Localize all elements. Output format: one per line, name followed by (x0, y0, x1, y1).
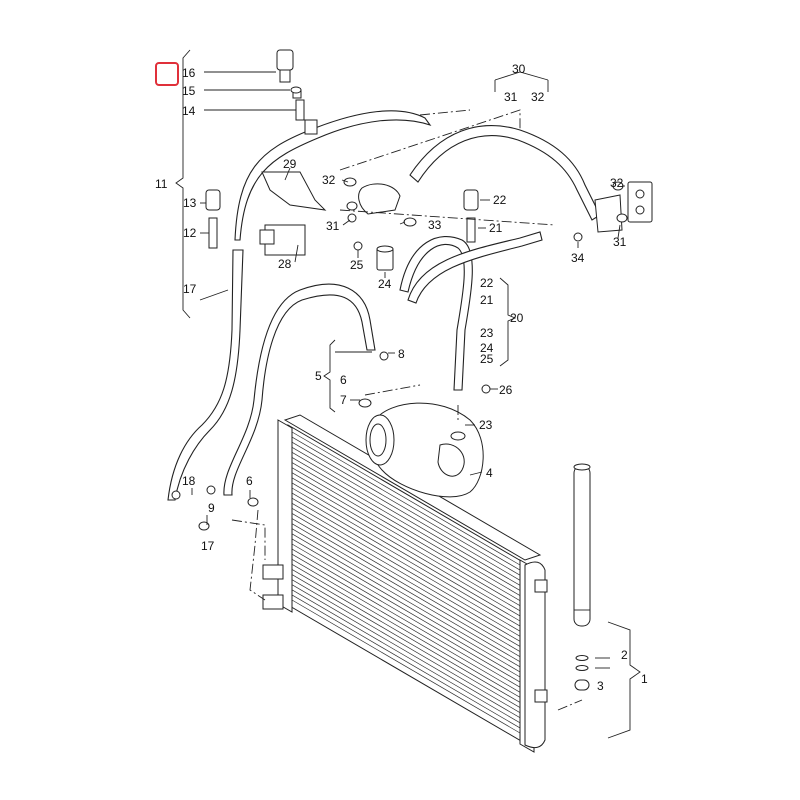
callout-20[interactable]: 20 (510, 311, 524, 325)
callout-24-list[interactable]: 24 (480, 341, 494, 355)
callout-21-top[interactable]: 21 (489, 221, 503, 235)
callout-23[interactable]: 23 (479, 418, 493, 432)
callout-29[interactable]: 29 (283, 157, 297, 171)
callout-23-list[interactable]: 23 (480, 326, 494, 340)
condenser-fin (291, 589, 521, 724)
condenser-fin (291, 528, 521, 663)
callout-13[interactable]: 13 (183, 196, 197, 210)
condenser-fin (291, 548, 521, 683)
bracket-28-29[interactable] (259, 171, 327, 256)
condenser-fin (291, 431, 521, 566)
callout-26[interactable]: 26 (499, 383, 513, 397)
ac-compressor[interactable] (365, 402, 484, 498)
flange-33[interactable] (358, 183, 401, 215)
callout-6-middle[interactable]: 6 (340, 373, 347, 387)
callout-14[interactable]: 14 (182, 104, 196, 118)
callout-31-left[interactable]: 31 (326, 219, 340, 233)
bolts (171, 213, 583, 500)
condenser-fin (291, 594, 521, 729)
receiver-drier[interactable] (573, 463, 591, 691)
condenser-fin (291, 533, 521, 668)
callout-11[interactable]: 11 (155, 177, 168, 191)
condenser-fin (291, 457, 521, 591)
callout-32-left[interactable]: 32 (322, 173, 336, 187)
selected-callout-highlight[interactable] (155, 62, 179, 86)
callout-15[interactable]: 15 (182, 84, 196, 98)
condenser-fin (291, 574, 521, 708)
callout-1[interactable]: 1 (641, 672, 648, 686)
condenser-fin (291, 584, 521, 719)
callout-16[interactable]: 16 (182, 66, 196, 80)
condenser-fin (291, 492, 521, 627)
valve-core-14[interactable] (292, 89, 318, 135)
callout-24-top[interactable]: 24 (378, 277, 392, 291)
callout-17-upper[interactable]: 17 (183, 282, 197, 296)
condenser-fin (291, 569, 521, 703)
callout-17-lower[interactable]: 17 (201, 539, 215, 553)
callout-9[interactable]: 9 (208, 501, 215, 515)
callout-28[interactable]: 28 (278, 257, 292, 271)
bracket-30[interactable] (594, 181, 653, 233)
callout-31-right[interactable]: 31 (613, 235, 627, 249)
condenser-fin (291, 477, 521, 612)
callout-12[interactable]: 12 (183, 226, 197, 240)
callout-21-list[interactable]: 21 (480, 293, 494, 307)
callout-32-right[interactable]: 32 (610, 176, 624, 190)
service-valve-cap-13[interactable] (205, 189, 221, 249)
spacer-24[interactable] (376, 245, 394, 271)
condenser-fin (291, 579, 521, 713)
condenser-fin (291, 502, 521, 637)
callout-33[interactable]: 33 (428, 218, 442, 232)
condenser-fin (291, 452, 521, 586)
callout-31-top[interactable]: 31 (504, 90, 518, 104)
service-valve-cap-22[interactable] (463, 189, 479, 243)
condenser-fin (291, 436, 521, 571)
refrigerant-hoses[interactable] (167, 110, 601, 501)
leader-lines (175, 49, 641, 739)
condenser-fin (291, 497, 521, 632)
callout-32-top[interactable]: 32 (531, 90, 545, 104)
condenser-fin (291, 446, 521, 581)
condenser-fin (291, 508, 521, 642)
callout-30[interactable]: 30 (512, 62, 526, 76)
condenser[interactable] (262, 414, 548, 753)
condenser-fin (291, 462, 521, 596)
callout-5[interactable]: 5 (315, 369, 322, 383)
phantom-lines (231, 109, 583, 711)
pressure-sensor[interactable] (276, 49, 294, 83)
condenser-fin (291, 599, 521, 734)
callout-4[interactable]: 4 (486, 466, 493, 480)
callout-labels: 16 15 14 11 13 12 17 29 28 32 31 33 25 2… (155, 62, 648, 693)
condenser-fin (291, 513, 521, 647)
callout-8[interactable]: 8 (398, 347, 405, 361)
callout-34[interactable]: 34 (571, 251, 585, 265)
callout-7[interactable]: 7 (340, 393, 347, 407)
callout-22-top[interactable]: 22 (493, 193, 507, 207)
callout-25-list[interactable]: 25 (480, 352, 494, 366)
condenser-fin (291, 441, 521, 576)
callout-3[interactable]: 3 (597, 679, 604, 693)
condenser-fin (291, 564, 521, 698)
callout-18[interactable]: 18 (182, 474, 196, 488)
condenser-fin (291, 472, 521, 607)
condenser-fin (291, 538, 521, 673)
condenser-fin (291, 523, 521, 657)
callout-22-list[interactable]: 22 (480, 276, 494, 290)
condenser-fin (291, 467, 521, 601)
condenser-fin (291, 543, 521, 678)
callout-6-lower[interactable]: 6 (246, 474, 253, 488)
condenser-fin (291, 482, 521, 617)
callout-25-top[interactable]: 25 (350, 258, 364, 272)
callout-2[interactable]: 2 (621, 648, 628, 662)
condenser-fin (291, 518, 521, 652)
condenser-fin (291, 558, 521, 693)
condenser-fin (291, 487, 521, 622)
condenser-fin (291, 553, 521, 688)
